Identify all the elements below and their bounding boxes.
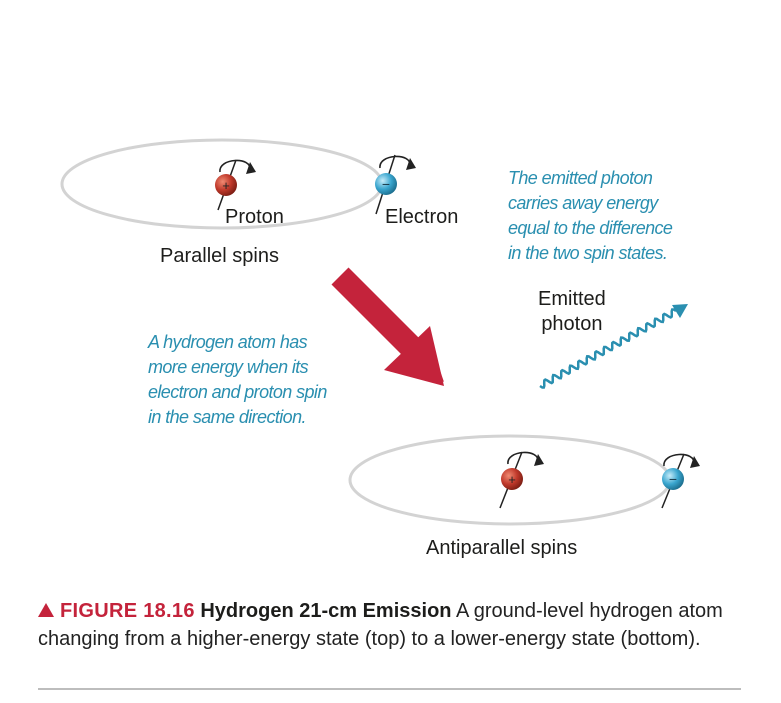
hydrogen-21cm-diagram: + − + − bbox=[60, 138, 700, 559]
photon-wave bbox=[539, 304, 688, 389]
triangle-icon bbox=[38, 603, 54, 617]
bottom-electron-sign: − bbox=[669, 471, 677, 487]
energy-note-line: more energy when its bbox=[148, 357, 309, 377]
energy-note-line: electron and proton spin bbox=[148, 382, 327, 402]
bottom-electron: − bbox=[661, 453, 700, 509]
top-proton-sign: + bbox=[222, 178, 230, 193]
photon-note-line: in the two spin states. bbox=[508, 243, 668, 263]
top-electron-sign: − bbox=[382, 176, 390, 192]
antiparallel-spins-label: Antiparallel spins bbox=[426, 537, 578, 559]
photon-note-line: carries away energy bbox=[508, 193, 658, 213]
photon-note-line: The emitted photon bbox=[508, 168, 653, 188]
bottom-divider bbox=[38, 688, 741, 690]
bottom-proton: + bbox=[499, 451, 544, 509]
photon-note-line: equal to the difference bbox=[508, 218, 673, 238]
diagram-canvas: + − + − bbox=[60, 138, 700, 526]
energy-note-line: A hydrogen atom has bbox=[148, 332, 308, 352]
energy-note-line: in the same direction. bbox=[148, 407, 306, 427]
top-proton: + bbox=[215, 159, 256, 211]
figure-number: FIGURE 18.16 bbox=[60, 600, 195, 622]
photon-energy-note: The emitted photon carries away energy e… bbox=[508, 166, 673, 266]
emitted-photon-line: photon bbox=[541, 313, 603, 335]
electron-label: Electron bbox=[385, 206, 459, 228]
figure-title: Hydrogen 21-cm Emission bbox=[200, 600, 452, 622]
figure-caption-text: A ground-level hydrogen atom changing fr… bbox=[38, 600, 723, 650]
emitted-photon-line: Emitted bbox=[538, 288, 606, 310]
energy-note: A hydrogen atom has more energy when its… bbox=[148, 330, 327, 430]
figure-caption: FIGURE 18.16 Hydrogen 21-cm Emission A g… bbox=[38, 597, 748, 653]
proton-label: Proton bbox=[225, 206, 284, 228]
emitted-photon-label: Emitted photon bbox=[538, 287, 606, 337]
transition-arrow bbox=[331, 267, 444, 386]
top-electron: − bbox=[375, 154, 416, 215]
bottom-proton-sign: + bbox=[508, 472, 516, 487]
parallel-spins-label: Parallel spins bbox=[160, 245, 279, 267]
